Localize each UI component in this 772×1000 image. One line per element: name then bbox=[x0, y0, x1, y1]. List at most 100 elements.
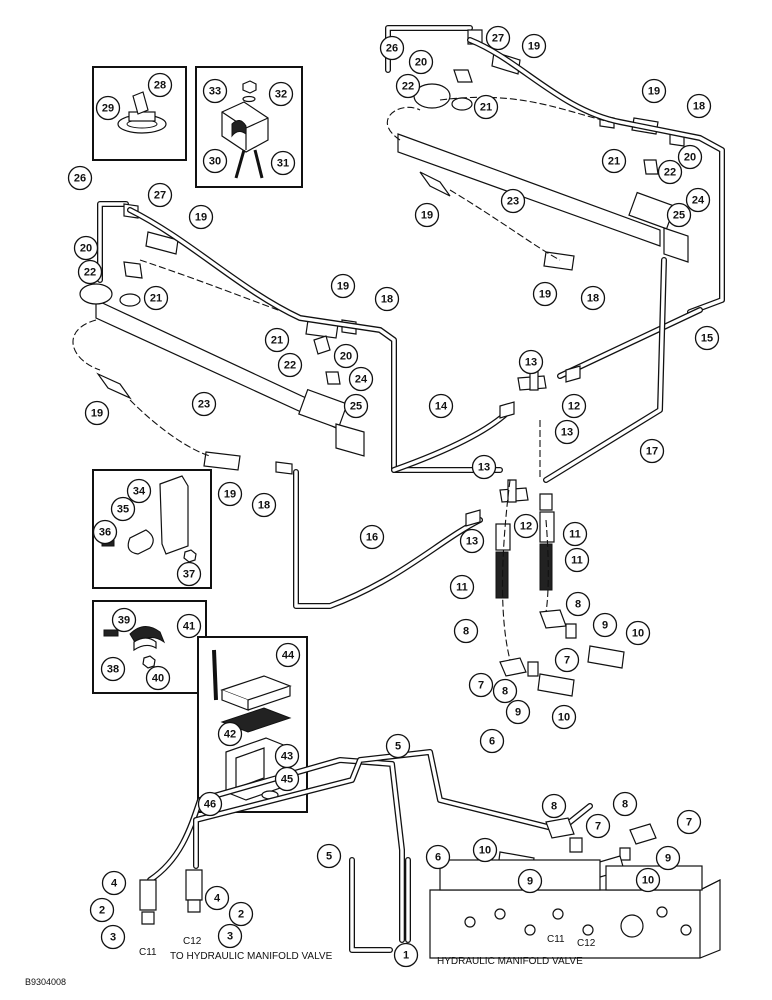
callout-9: 9 bbox=[655, 845, 681, 871]
callout-9: 9 bbox=[505, 699, 531, 725]
callout-number: 26 bbox=[74, 173, 86, 185]
callout-number: 40 bbox=[152, 673, 164, 685]
callout-number: 28 bbox=[154, 80, 166, 92]
callout-number: 24 bbox=[355, 374, 368, 386]
callout-number: 19 bbox=[91, 408, 103, 420]
upper-right-hose-loop bbox=[386, 106, 561, 261]
callout-35: 35 bbox=[110, 496, 136, 522]
callout-number: 31 bbox=[277, 158, 289, 170]
callout-number: 17 bbox=[646, 446, 658, 458]
hydraulic-manifold-valve bbox=[429, 859, 721, 959]
callout-number: 5 bbox=[326, 851, 332, 863]
callout-21: 21 bbox=[473, 94, 499, 120]
callout-11: 11 bbox=[562, 521, 588, 547]
center-hose-11b bbox=[545, 519, 549, 613]
callout-21: 21 bbox=[264, 327, 290, 353]
callout-46: 46 bbox=[197, 791, 223, 817]
upper-right-cylinder bbox=[385, 25, 689, 271]
callout-number: 6 bbox=[489, 736, 495, 748]
callout-number: 14 bbox=[435, 401, 448, 413]
callout-24: 24 bbox=[685, 187, 711, 213]
callout-number: 37 bbox=[183, 569, 195, 581]
callout-number: 22 bbox=[664, 167, 676, 179]
callout-22: 22 bbox=[77, 259, 103, 285]
callout-13: 13 bbox=[518, 349, 544, 375]
callout-19: 19 bbox=[414, 202, 440, 228]
callout-11: 11 bbox=[449, 574, 475, 600]
callout-8: 8 bbox=[565, 591, 591, 617]
callout-number: 9 bbox=[602, 620, 608, 632]
callout-number: 22 bbox=[284, 360, 296, 372]
callout-8: 8 bbox=[612, 791, 638, 817]
callout-number: 22 bbox=[402, 81, 414, 93]
callout-20: 20 bbox=[677, 144, 703, 170]
label-c12-left: C12 bbox=[183, 936, 202, 947]
callout-number: 19 bbox=[421, 210, 433, 222]
callout-10: 10 bbox=[472, 837, 498, 863]
callout-10: 10 bbox=[635, 867, 661, 893]
callout-number: 4 bbox=[111, 878, 118, 890]
callout-number: 20 bbox=[80, 243, 92, 255]
callout-number: 23 bbox=[198, 399, 210, 411]
callout-21: 21 bbox=[601, 148, 627, 174]
callout-22: 22 bbox=[657, 159, 683, 185]
callout-number: 44 bbox=[282, 650, 295, 662]
label-manifold: HYDRAULIC MANIFOLD VALVE bbox=[437, 956, 583, 967]
callout-18: 18 bbox=[686, 93, 712, 119]
callout-30: 30 bbox=[202, 148, 228, 174]
callout-39: 39 bbox=[111, 607, 137, 633]
callout-number: 1 bbox=[403, 950, 409, 962]
callout-8: 8 bbox=[541, 793, 567, 819]
callout-3: 3 bbox=[217, 923, 243, 949]
callout-21: 21 bbox=[143, 285, 169, 311]
callout-7: 7 bbox=[554, 647, 580, 673]
callout-18: 18 bbox=[374, 286, 400, 312]
callout-22: 22 bbox=[395, 73, 421, 99]
callout-9: 9 bbox=[517, 868, 543, 894]
upper-left-cylinder bbox=[79, 201, 365, 475]
callout-number: 8 bbox=[463, 626, 469, 638]
callout-number: 10 bbox=[479, 845, 491, 857]
callout-number: 12 bbox=[568, 401, 580, 413]
callout-18: 18 bbox=[251, 492, 277, 518]
callout-38: 38 bbox=[100, 656, 126, 682]
callout-32: 32 bbox=[268, 81, 294, 107]
callout-number: 19 bbox=[337, 281, 349, 293]
callout-number: 13 bbox=[561, 427, 573, 439]
callout-20: 20 bbox=[73, 235, 99, 261]
callout-number: 36 bbox=[99, 527, 111, 539]
callout-number: 2 bbox=[99, 905, 105, 917]
callout-number: 7 bbox=[564, 655, 570, 667]
label-to-manifold: TO HYDRAULIC MANIFOLD VALVE bbox=[170, 951, 333, 962]
callout-29: 29 bbox=[95, 95, 121, 121]
callout-number: 13 bbox=[525, 357, 537, 369]
center-hose-11a bbox=[501, 479, 511, 661]
callout-25: 25 bbox=[343, 393, 369, 419]
callout-number: 29 bbox=[102, 103, 114, 115]
callout-number: 20 bbox=[684, 152, 696, 164]
callout-number: 2 bbox=[238, 909, 244, 921]
callout-13: 13 bbox=[459, 528, 485, 554]
callout-15: 15 bbox=[694, 325, 720, 351]
callout-6: 6 bbox=[425, 844, 451, 870]
callout-5: 5 bbox=[385, 733, 411, 759]
callout-number: 19 bbox=[539, 289, 551, 301]
callout-number: 21 bbox=[608, 156, 620, 168]
callout-number: 24 bbox=[692, 195, 705, 207]
callout-40: 40 bbox=[145, 665, 171, 691]
callout-number: 16 bbox=[366, 532, 378, 544]
callout-number: 9 bbox=[665, 853, 671, 865]
callout-12: 12 bbox=[561, 393, 587, 419]
callout-44: 44 bbox=[275, 642, 301, 668]
callout-number: 19 bbox=[528, 41, 540, 53]
callout-20: 20 bbox=[408, 49, 434, 75]
callout-number: 35 bbox=[117, 504, 129, 516]
callout-number: 10 bbox=[632, 628, 644, 640]
callout-number: 26 bbox=[386, 43, 398, 55]
callout-number: 13 bbox=[478, 462, 490, 474]
callout-number: 34 bbox=[133, 486, 146, 498]
lower-tube-return bbox=[349, 857, 393, 953]
callout-26: 26 bbox=[67, 165, 93, 191]
callout-number: 21 bbox=[271, 335, 283, 347]
